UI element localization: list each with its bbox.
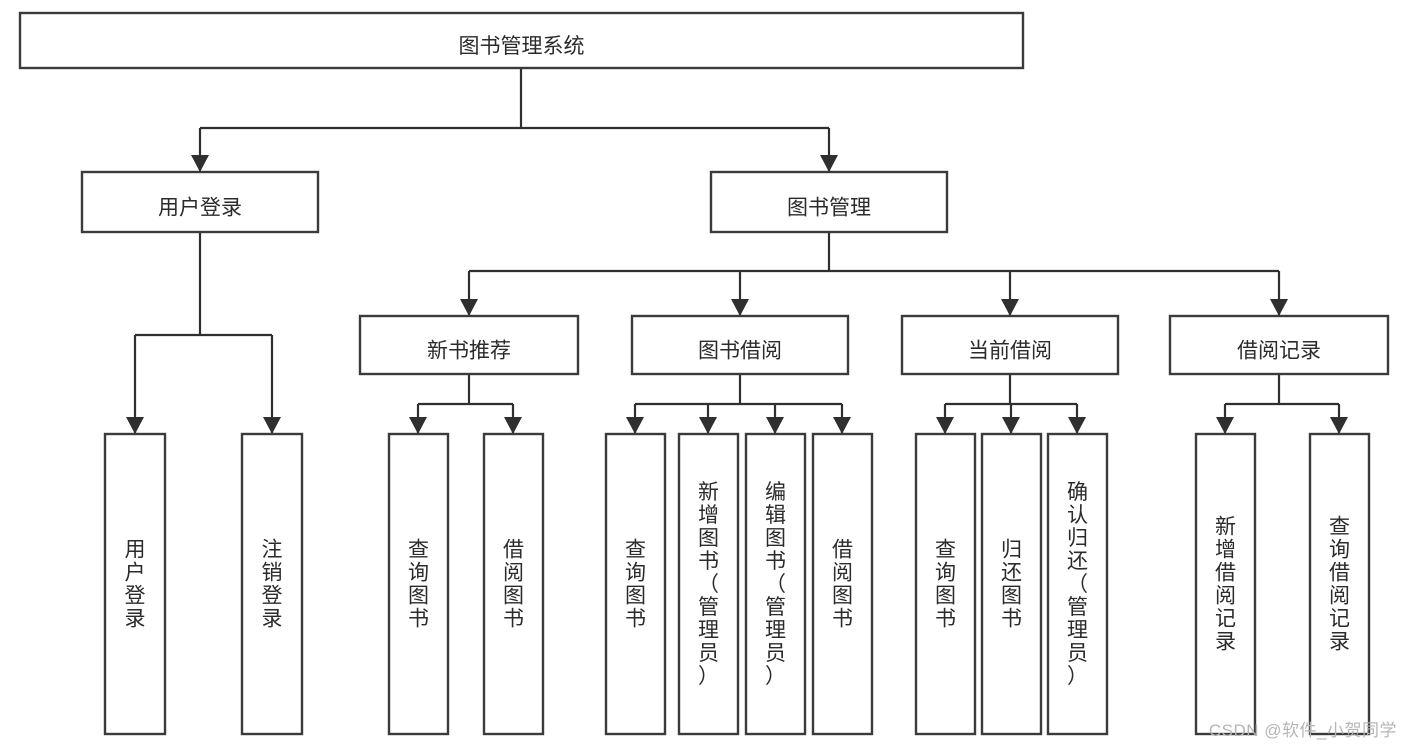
node-label: 图书借阅 [698,340,782,363]
node-user-login[interactable]: 用户登录 [80,170,320,234]
arrow-head-icon [833,417,851,434]
node-box[interactable] [709,170,949,234]
node-box[interactable] [744,432,807,736]
connector-recommend-to-leaves [409,374,522,434]
node-label: 借阅记录 [1237,340,1321,363]
node-box[interactable] [358,314,580,376]
node-label: 归还图书 [1001,538,1022,630]
node-leaf-borrow-book-1[interactable]: 借阅图书 [482,432,545,736]
arrow-head-icon [263,417,281,434]
arrow-head-icon [191,155,209,172]
node-label: 新增图书（管理员） [698,481,719,688]
node-label: 新书推荐 [427,340,511,363]
arrow-head-icon [731,299,749,316]
node-box[interactable] [80,170,320,234]
connector-root-to-level2 [191,68,838,172]
arrow-head-icon [1001,299,1019,316]
node-leaf-query-book-2[interactable]: 查询图书 [604,432,667,736]
arrow-head-icon [820,155,838,172]
nodes-layer: 图书管理系统用户登录图书管理新书推荐图书借阅当前借阅借阅记录用户登录注销登录查询… [18,11,1390,736]
node-label: 新增借阅记录 [1215,515,1236,653]
node-leaf-logout[interactable]: 注销登录 [240,432,304,736]
node-label: 编辑图书（管理员） [765,481,786,688]
arrow-head-icon [1068,417,1086,434]
node-box[interactable] [1308,432,1371,736]
node-box[interactable] [103,432,167,736]
node-label: 用户登录 [125,538,146,630]
node-leaf-return-book[interactable]: 归还图书 [980,432,1043,736]
node-label: 查询图书 [935,538,956,630]
node-label: 借阅图书 [832,538,853,630]
node-label: 确认归还（管理员） [1067,481,1088,688]
node-new-book-recommend[interactable]: 新书推荐 [358,314,580,376]
node-label: 当前借阅 [968,340,1052,363]
node-box[interactable] [18,11,1025,70]
node-label: 查询借阅记录 [1329,515,1350,653]
connector-book-manage-to-level3 [460,232,1288,316]
node-current-borrow[interactable]: 当前借阅 [900,314,1120,376]
connector-borrow-to-leaves [626,374,851,434]
connector-record-to-leaves [1216,374,1348,434]
node-box[interactable] [630,314,850,376]
node-label: 注销登录 [262,538,283,630]
node-box[interactable] [482,432,545,736]
node-box[interactable] [240,432,304,736]
node-box[interactable] [387,432,450,736]
node-label: 图书管理系统 [459,35,585,58]
arrow-head-icon [1216,417,1234,434]
node-label: 借阅图书 [503,538,524,630]
node-leaf-confirm-return[interactable]: 确认归还（管理员） [1046,432,1109,736]
node-box[interactable] [677,432,740,736]
node-label: 用户登录 [158,197,242,220]
arrow-head-icon [1330,417,1348,434]
arrow-head-icon [460,299,478,316]
node-book-borrow[interactable]: 图书借阅 [630,314,850,376]
node-box[interactable] [900,314,1120,376]
node-leaf-query-book-1[interactable]: 查询图书 [387,432,450,736]
node-leaf-add-book[interactable]: 新增图书（管理员） [677,432,740,736]
node-leaf-query-book-3[interactable]: 查询图书 [914,432,977,736]
node-root[interactable]: 图书管理系统 [18,11,1025,70]
node-box[interactable] [980,432,1043,736]
node-leaf-add-record[interactable]: 新增借阅记录 [1194,432,1257,736]
arrow-head-icon [409,417,427,434]
node-box[interactable] [811,432,874,736]
node-label: 图书管理 [787,197,871,220]
arrow-head-icon [126,417,144,434]
connectors-layer [126,68,1348,434]
arrow-head-icon [766,417,784,434]
arrow-head-icon [1002,417,1020,434]
arrow-head-icon [504,417,522,434]
node-leaf-query-record[interactable]: 查询借阅记录 [1308,432,1371,736]
connector-user-login-to-leaves [126,232,281,434]
arrow-head-icon [1270,299,1288,316]
arrow-head-icon [626,417,644,434]
node-box[interactable] [1194,432,1257,736]
csdn-watermark: CSDN @软件_小贺同学 [1208,721,1397,740]
node-box[interactable] [914,432,977,736]
arrow-head-icon [699,417,717,434]
node-leaf-borrow-book-2[interactable]: 借阅图书 [811,432,874,736]
node-box[interactable] [1046,432,1109,736]
node-label: 查询图书 [408,538,429,630]
node-leaf-user-login[interactable]: 用户登录 [103,432,167,736]
node-book-manage[interactable]: 图书管理 [709,170,949,234]
node-leaf-edit-book[interactable]: 编辑图书（管理员） [744,432,807,736]
node-borrow-record[interactable]: 借阅记录 [1168,314,1390,376]
node-box[interactable] [1168,314,1390,376]
node-box[interactable] [604,432,667,736]
connector-current-to-leaves [936,374,1086,434]
arrow-head-icon [936,417,954,434]
node-label: 查询图书 [625,538,646,630]
